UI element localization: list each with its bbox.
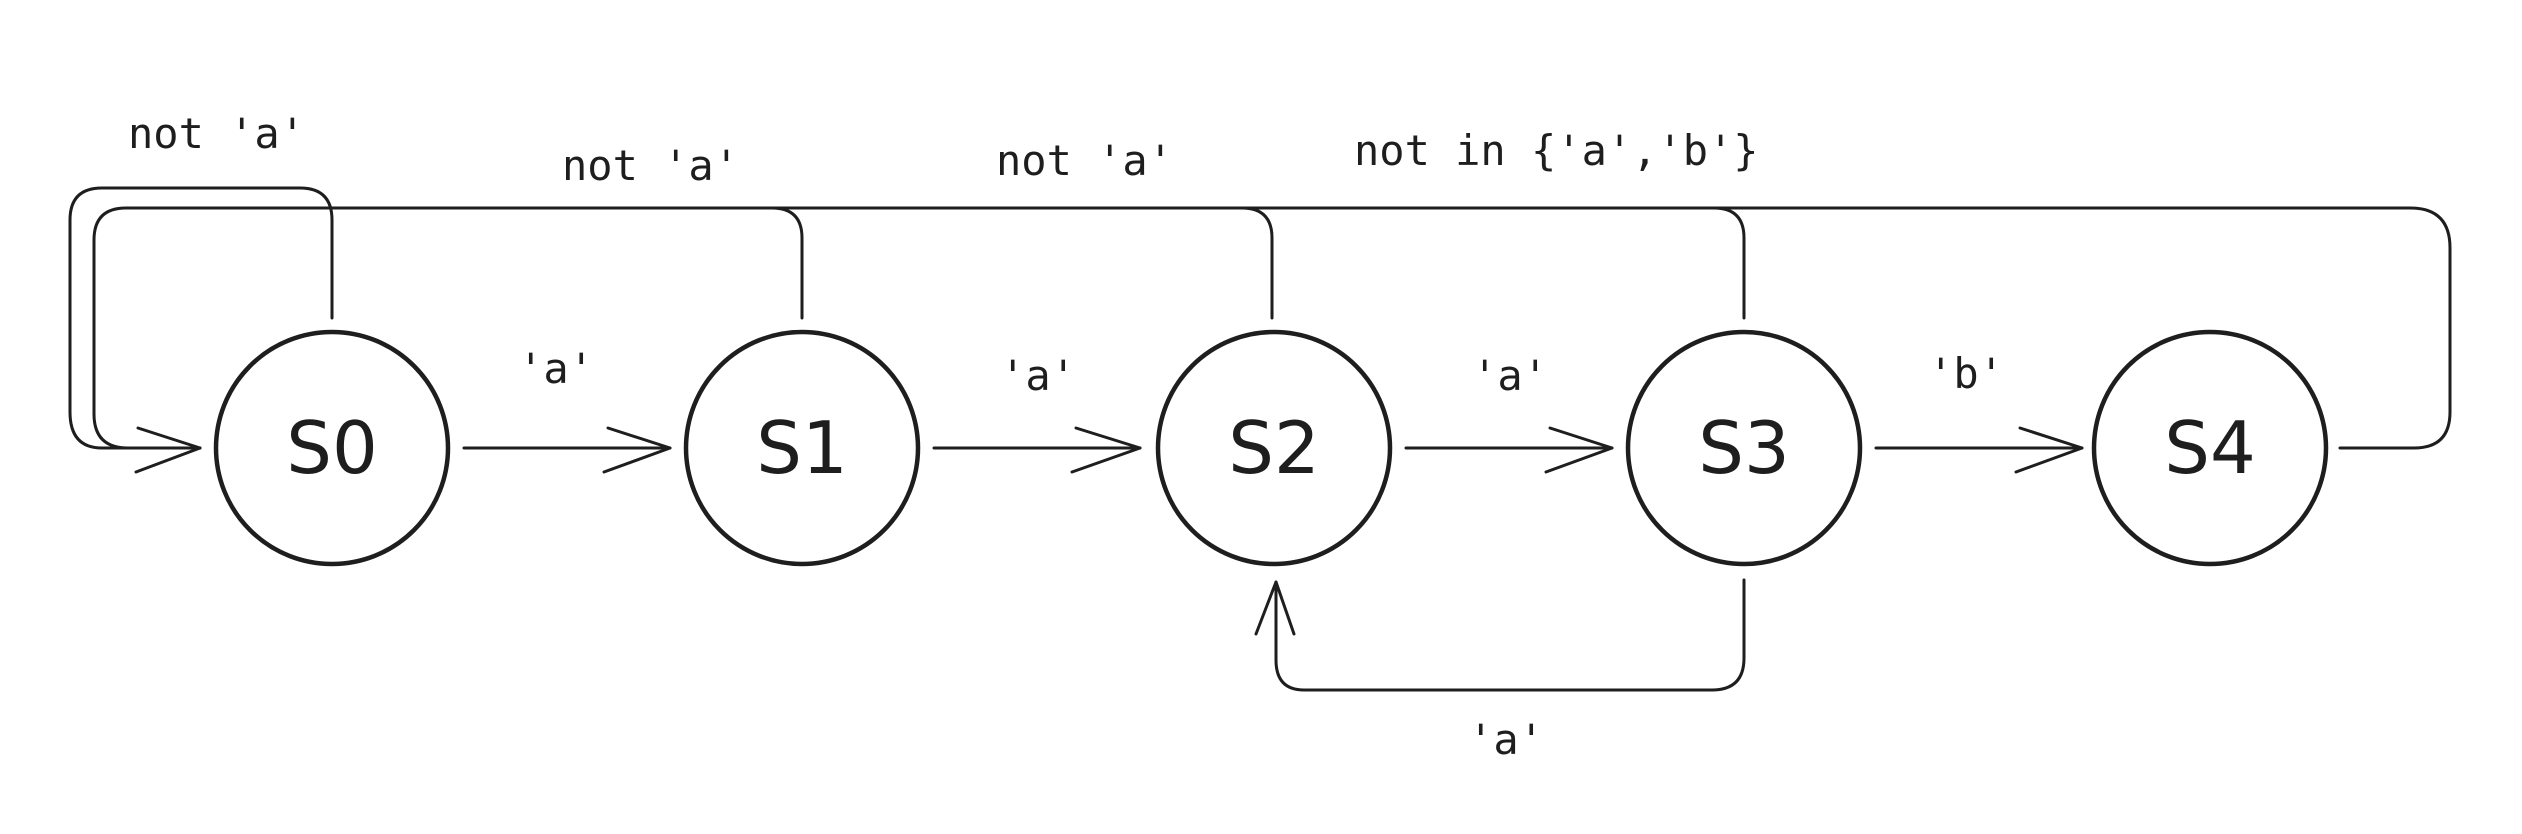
state-s1-label: S1 xyxy=(756,406,848,490)
edge-s0-s1-label: 'a' xyxy=(518,344,594,393)
edge-s0-self-loop-label: not 'a' xyxy=(128,109,305,158)
edge-s3-s0-label: not in {'a','b'} xyxy=(1354,126,1759,175)
edge-s2-to-s0 xyxy=(698,206,1274,320)
edge-s1-to-s2-arrowhead xyxy=(1070,426,1142,474)
state-s3: S3 xyxy=(1625,329,1863,567)
state-s4-label: S4 xyxy=(2164,406,2256,490)
state-s3-circle xyxy=(1625,329,1863,567)
state-s0: S0 xyxy=(213,329,451,567)
state-s2-circle xyxy=(1155,329,1393,567)
edge-s4-to-s0 xyxy=(1698,206,2452,450)
edge-s2-s3-label: 'a' xyxy=(1472,351,1548,400)
state-s3-label: S3 xyxy=(1698,406,1790,490)
edge-s2-to-s3-arrowhead xyxy=(1544,426,1614,474)
edge-s3-s2-label: 'a' xyxy=(1468,715,1544,764)
edge-s3-to-s0 xyxy=(1198,206,1746,320)
edge-s3-s4-label: 'b' xyxy=(1928,349,2004,398)
state-s0-circle xyxy=(213,329,451,567)
state-s1-circle xyxy=(683,329,921,567)
edge-s3-to-s2 xyxy=(1274,578,1746,692)
edge-s1-s2-label: 'a' xyxy=(1000,351,1076,400)
state-s2: S2 xyxy=(1155,329,1393,567)
state-s2-label: S2 xyxy=(1228,406,1320,490)
edge-s1-to-s0 xyxy=(92,206,804,450)
edge-s3-to-s2-arrowhead xyxy=(1254,580,1296,636)
edge-s0-to-s1-arrowhead xyxy=(602,426,672,474)
edge-s3-to-s4-arrowhead xyxy=(2014,426,2084,474)
state-s1: S1 xyxy=(683,329,921,567)
state-s0-label: S0 xyxy=(286,406,378,490)
edge-s2-s0-label: not 'a' xyxy=(996,136,1173,185)
edge-s1-s0-label: not 'a' xyxy=(562,141,739,190)
state-s4: S4 xyxy=(2091,329,2329,567)
edge-s0-self-loop xyxy=(68,186,334,450)
edge-into-s0-arrowhead xyxy=(134,426,202,474)
state-s4-circle xyxy=(2091,329,2329,567)
